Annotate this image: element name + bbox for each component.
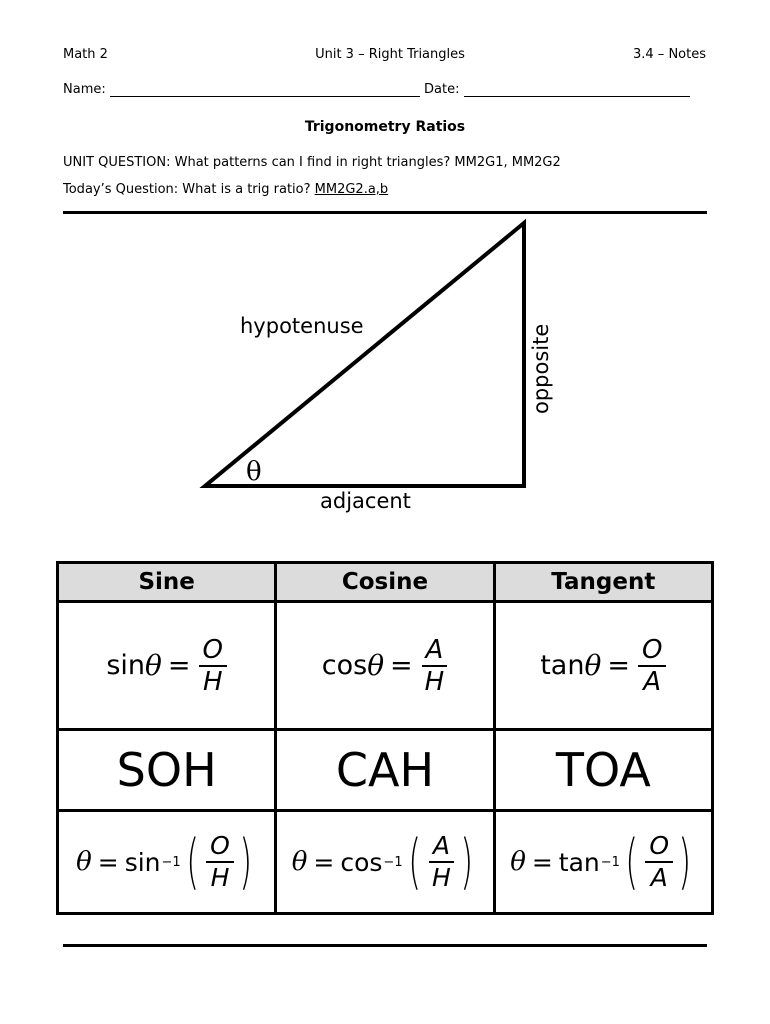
name-date-row: Name: Date: — [63, 82, 690, 97]
fn-name: cos — [340, 847, 383, 877]
equals-sign: = — [97, 847, 119, 877]
fraction-numerator: A — [428, 831, 454, 863]
inverse-exponent: −1 — [383, 854, 403, 870]
header-tangent: Tangent — [492, 561, 715, 603]
unit-question: UNIT QUESTION: What patterns can I find … — [63, 155, 561, 170]
right-paren: ) — [678, 827, 692, 897]
right-triangle-diagram: hypotenuse opposite adjacent θ — [199, 218, 553, 513]
unit-title: Unit 3 – Right Triangles — [315, 47, 465, 62]
equals-sign: = — [313, 847, 335, 877]
equals-sign: = — [531, 847, 553, 877]
header-sine: Sine — [55, 561, 278, 603]
fraction-numerator: O — [198, 635, 227, 667]
adjacent-label: adjacent — [320, 489, 411, 513]
todays-question-text: Today’s Question: What is a trig ratio? — [63, 182, 315, 197]
opposite-label: opposite — [529, 324, 553, 414]
fraction-denominator: A — [650, 863, 668, 892]
right-paren: ) — [460, 827, 473, 897]
mnemonic-soh: SOH — [55, 728, 278, 812]
theta-symbol: θ — [584, 649, 602, 682]
fraction-denominator: H — [424, 666, 445, 697]
theta-label: θ — [246, 457, 262, 487]
mnemonic-toa: TOA — [492, 728, 715, 812]
right-paren: ) — [239, 827, 252, 897]
left-paren: ( — [407, 827, 421, 897]
inverse-exponent: −1 — [600, 854, 620, 870]
bottom-divider — [63, 944, 707, 947]
fn-name: sin — [106, 650, 146, 681]
fn-name: sin — [124, 847, 161, 877]
theta-symbol: θ — [76, 847, 92, 877]
mnemonic-row: SOH CAH TOA — [55, 728, 715, 812]
fraction-denominator: H — [210, 863, 230, 892]
theta-symbol: θ — [291, 847, 308, 877]
fraction-denominator: H — [432, 863, 451, 892]
fn-name: tan — [558, 847, 600, 877]
fraction-numerator: O — [637, 635, 667, 667]
fn-name: tan — [540, 650, 585, 681]
fn-name: cos — [321, 650, 368, 681]
name-blank[interactable] — [109, 82, 420, 97]
theta-symbol: θ — [367, 649, 385, 682]
equals-sign: = — [167, 650, 191, 681]
left-paren: ( — [625, 827, 639, 897]
fraction-denominator: A — [643, 666, 662, 697]
top-divider — [63, 211, 707, 214]
hypotenuse-label: hypotenuse — [240, 314, 364, 338]
table-header-row: Sine Cosine Tangent — [55, 561, 715, 603]
date-blank[interactable] — [463, 82, 690, 97]
fraction-numerator: A — [421, 635, 448, 667]
equals-sign: = — [390, 650, 413, 681]
name-label: Name: — [63, 82, 110, 97]
standard-code: MM2G2.a,b — [314, 182, 389, 197]
theta-symbol: θ — [145, 649, 162, 682]
page-title: Trigonometry Ratios — [304, 119, 466, 135]
date-label: Date: — [419, 82, 464, 97]
theta-symbol: θ — [510, 847, 526, 877]
section-label: 3.4 – Notes — [633, 47, 706, 62]
inverse-exponent: −1 — [161, 854, 181, 870]
mnemonic-cah: CAH — [274, 728, 496, 812]
triangle-shape — [199, 218, 526, 488]
fraction-denominator: H — [202, 666, 223, 697]
fraction-numerator: O — [645, 831, 674, 863]
equals-sign: = — [607, 650, 630, 681]
header-cosine: Cosine — [274, 561, 496, 603]
course-name: Math 2 — [63, 47, 108, 62]
todays-question: Today’s Question: What is a trig ratio? … — [63, 182, 388, 197]
fraction-numerator: O — [206, 831, 234, 863]
left-paren: ( — [185, 827, 199, 897]
